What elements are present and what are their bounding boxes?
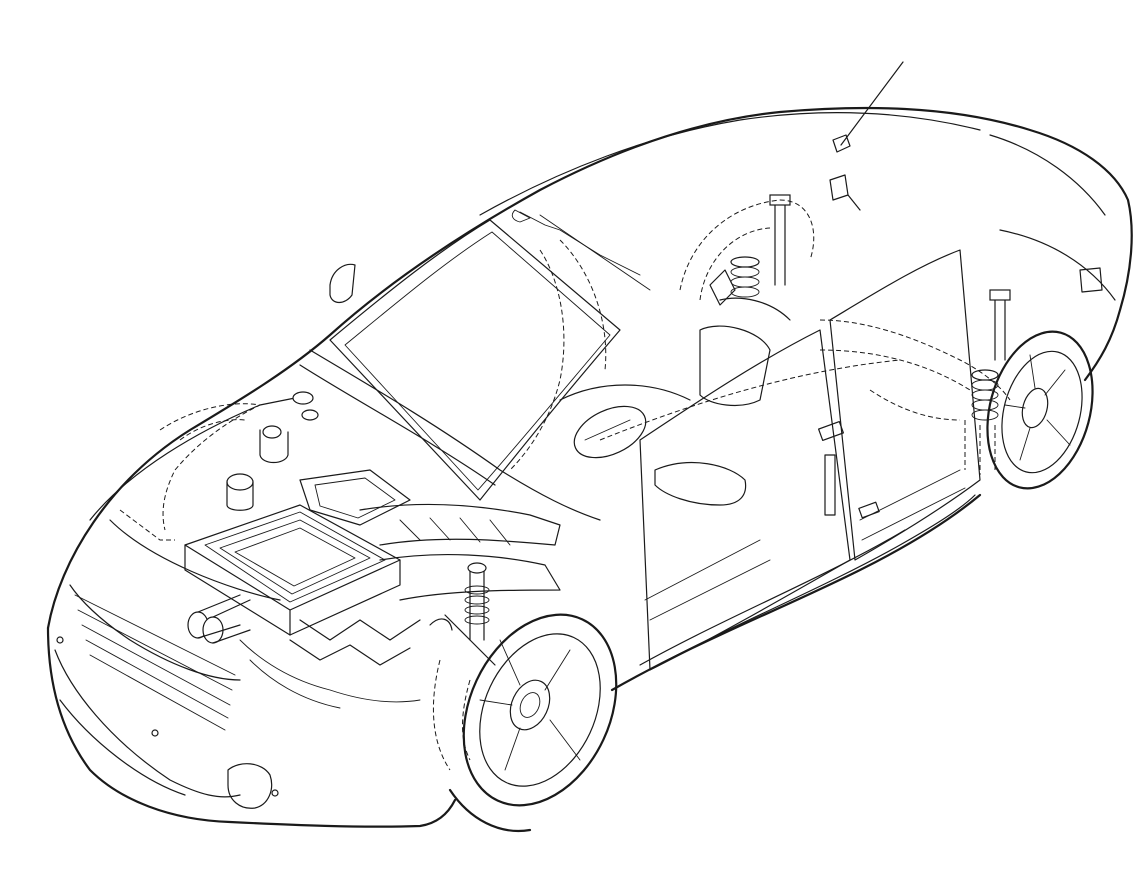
rear-door: [824, 249, 981, 561]
front-suspension-strut: [429, 562, 496, 771]
roof-module: [832, 134, 851, 153]
rear-suspension-strut-left: [679, 194, 815, 306]
engine: [184, 469, 411, 636]
interior-routing: [509, 174, 1011, 471]
exhaust-pipes: [187, 594, 251, 644]
callout-leader-line: [840, 61, 904, 146]
front-left-wheel: [448, 613, 618, 832]
rear-suspension-strut-right: [964, 289, 1011, 475]
front-door: [639, 329, 851, 671]
rear-right-wheel: [986, 330, 1094, 490]
callout-1: [832, 61, 904, 153]
side-mirror-left: [329, 263, 356, 304]
engine-bay: [226, 349, 601, 521]
windshield: [329, 209, 651, 501]
vehicle-body: [46, 106, 1133, 828]
hood: [89, 394, 311, 601]
front-grille: [54, 584, 279, 809]
intake-manifold: [239, 503, 561, 709]
steering-wheel: [559, 384, 691, 459]
side-mirror-right: [654, 461, 747, 506]
